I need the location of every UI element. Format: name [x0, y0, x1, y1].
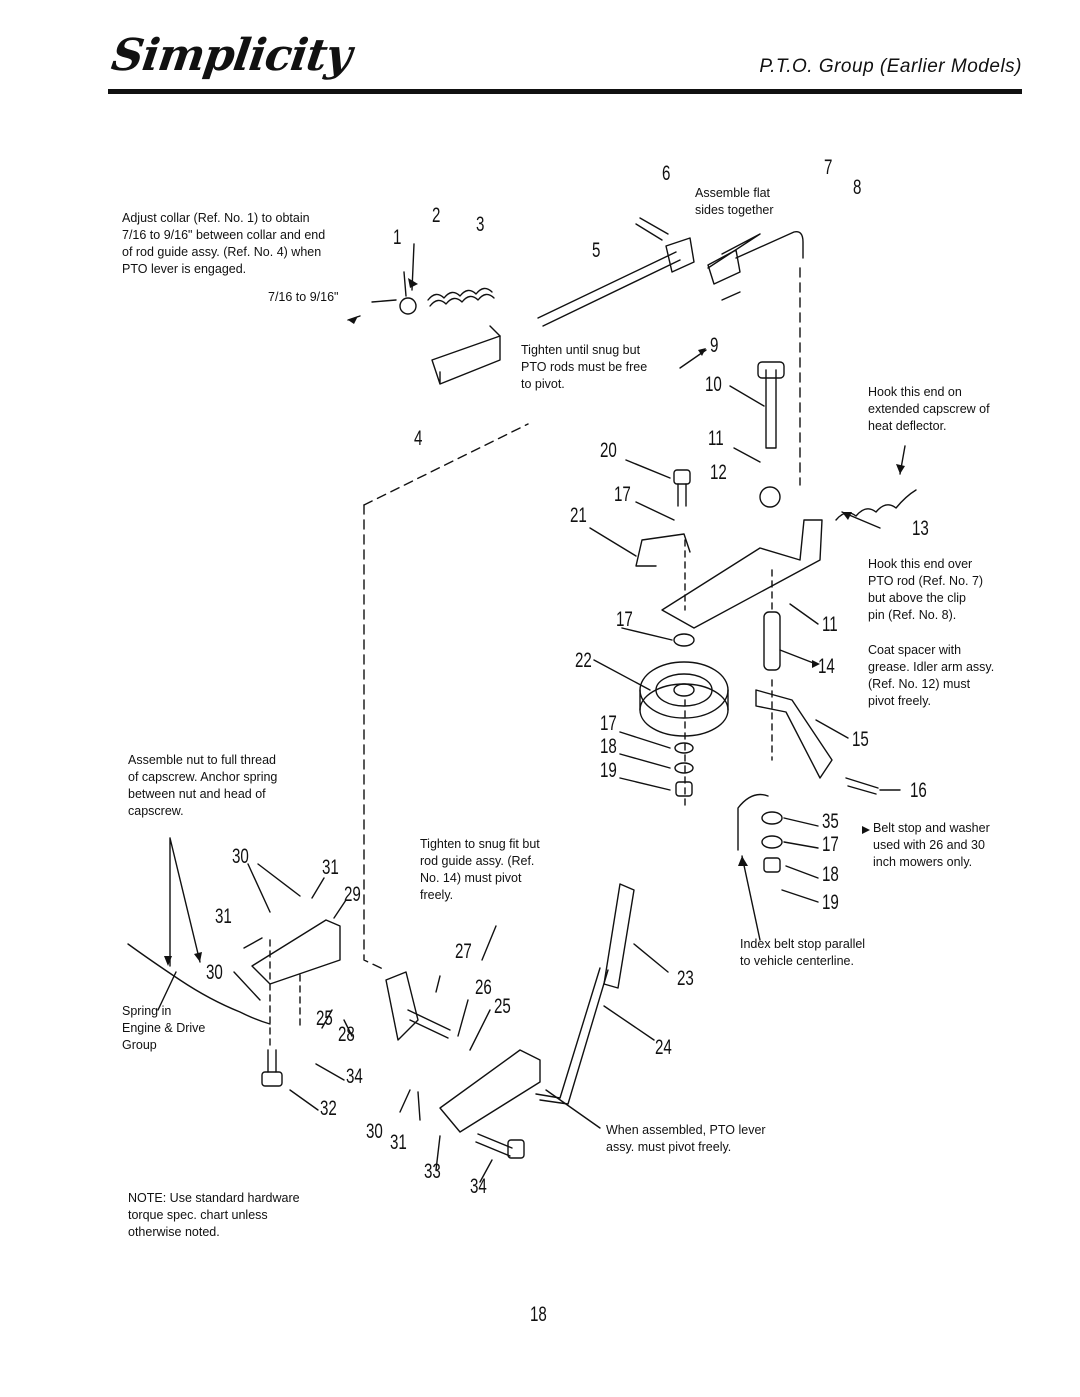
- callout-number: 17: [614, 483, 631, 506]
- callout-number: 9: [710, 334, 719, 357]
- note-dimension: 7/16 to 9/16": [268, 290, 339, 304]
- callout-number: 27: [455, 940, 472, 963]
- callout-number: 7: [824, 156, 833, 179]
- callout-number: 18: [822, 863, 839, 886]
- callout-number: 34: [346, 1065, 363, 1088]
- callout-number: 11: [708, 427, 724, 450]
- note-spring-engine: Spring in Engine & Drive Group: [122, 1004, 206, 1052]
- callout-number: 8: [853, 176, 862, 199]
- callout-number: 1: [393, 226, 402, 249]
- callout-number: 2: [432, 204, 441, 227]
- callout-number: 30: [366, 1120, 383, 1143]
- note-tighten-snug: Tighten until snug but PTO rods must be …: [521, 343, 648, 391]
- note-when-assembled: When assembled, PTO lever assy. must piv…: [606, 1123, 766, 1154]
- callout-number: 14: [818, 655, 835, 678]
- callout-number: 4: [414, 427, 423, 450]
- note-hook-pto-rod: Hook this end over PTO rod (Ref. No. 7) …: [868, 557, 984, 622]
- callout-number: 28: [338, 1023, 355, 1046]
- note-tighten-fit: Tighten to snug fit but rod guide assy. …: [420, 837, 540, 902]
- callout-number: 31: [215, 905, 232, 928]
- note-assemble-nut: Assemble nut to full thread of capscrew.…: [128, 753, 278, 818]
- callout-number: 33: [424, 1160, 441, 1183]
- callout-number: 30: [206, 961, 223, 984]
- callout-number: 12: [710, 461, 727, 484]
- callout-number: 5: [592, 239, 601, 262]
- note-hook-capscrew: Hook this end on extended capscrew of he…: [868, 385, 990, 433]
- callout-number: 20: [600, 439, 617, 462]
- note-coat-spacer: Coat spacer with grease. Idler arm assy.…: [868, 643, 995, 708]
- callout-number: 17: [600, 712, 617, 735]
- callout-number: 31: [322, 856, 339, 879]
- note-belt-stop: Belt stop and washer used with 26 and 30…: [873, 821, 990, 869]
- callout-number: 15: [852, 728, 869, 751]
- note-hardware: NOTE: Use standard hardware torque spec.…: [128, 1191, 300, 1239]
- callout-number: 19: [822, 891, 839, 914]
- callout-number: 31: [390, 1131, 407, 1154]
- page-title: P.T.O. Group (Earlier Models): [759, 56, 1022, 77]
- callout-number: 25: [494, 995, 511, 1018]
- callout-number: 30: [232, 845, 249, 868]
- callout-number: 22: [575, 649, 592, 672]
- callout-number: 6: [662, 162, 671, 185]
- callout-number: 18: [600, 735, 617, 758]
- header-rule: [108, 89, 1022, 94]
- callout-number: 32: [320, 1097, 337, 1120]
- callout-number: 11: [822, 613, 838, 636]
- callout-number: 35: [822, 810, 839, 833]
- callout-number: 19: [600, 759, 617, 782]
- callout-number: 17: [822, 833, 839, 856]
- note-assemble-flat: Assemble flat sides together: [695, 186, 774, 217]
- callout-number: 23: [677, 967, 694, 990]
- callout-number: 29: [344, 883, 361, 906]
- callout-number: 10: [705, 373, 722, 396]
- note-adjust-collar: Adjust collar (Ref. No. 1) to obtain 7/1…: [122, 211, 326, 276]
- callout-number: 13: [912, 517, 929, 540]
- callout-number: 3: [476, 213, 485, 236]
- callout-number: 25: [316, 1007, 333, 1030]
- callout-number: 16: [910, 779, 927, 802]
- callout-number: 34: [470, 1175, 487, 1198]
- callout-number: 21: [570, 504, 587, 527]
- note-index-belt: Index belt stop parallel to vehicle cent…: [740, 937, 866, 968]
- callout-number: 26: [475, 976, 492, 999]
- page-number: 18: [530, 1303, 547, 1326]
- callout-number: 17: [616, 608, 633, 631]
- callout-number: 24: [655, 1036, 672, 1059]
